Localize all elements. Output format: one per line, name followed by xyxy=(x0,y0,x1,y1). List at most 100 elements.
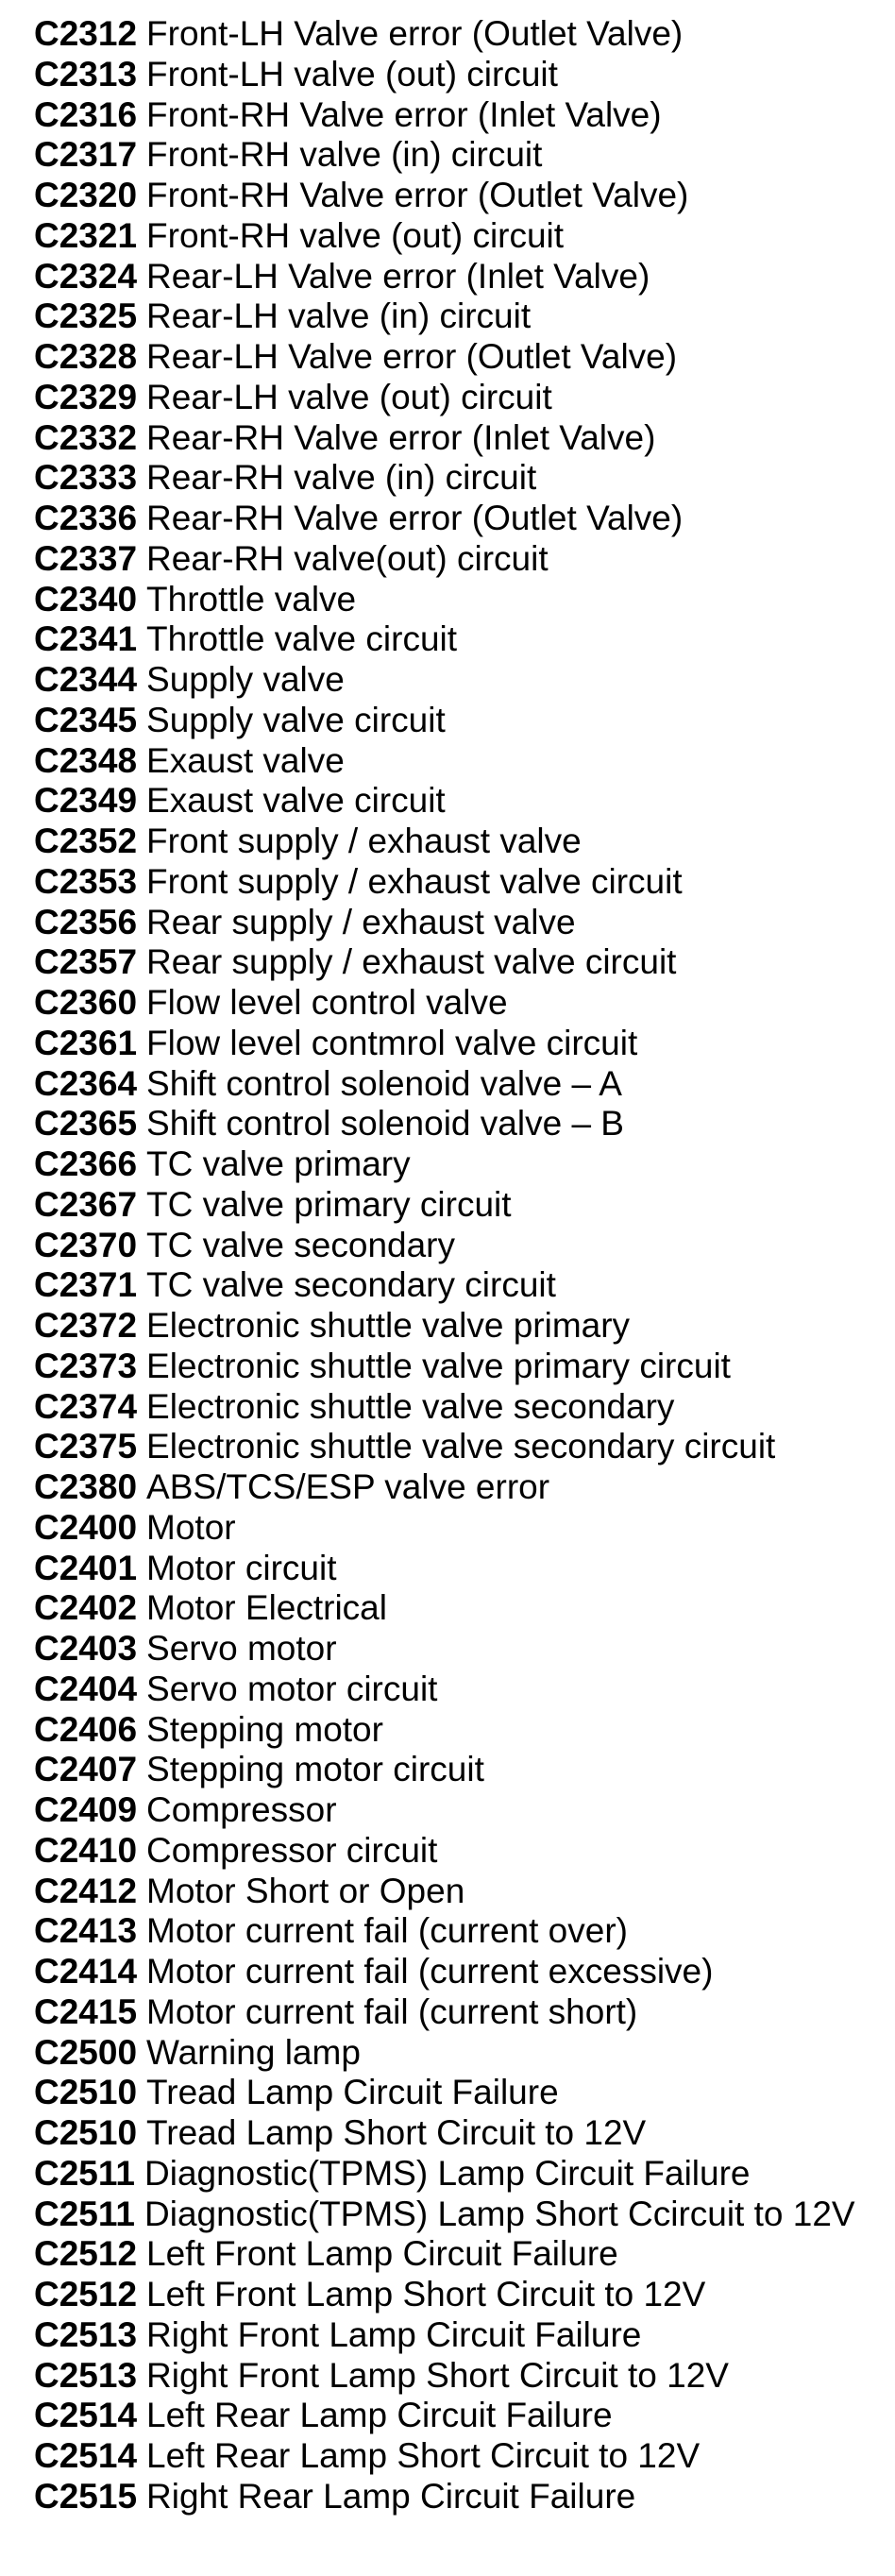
dtc-code: C2316 xyxy=(34,94,138,134)
dtc-code: C2407 xyxy=(34,1750,138,1789)
dtc-description: TC valve secondary circuit xyxy=(146,1265,556,1305)
dtc-description: Compressor circuit xyxy=(146,1830,438,1870)
dtc-description: Servo motor circuit xyxy=(146,1669,438,1708)
dtc-description: Tread Lamp Short Circuit to 12V xyxy=(146,2113,647,2152)
dtc-description: Diagnostic(TPMS) Lamp Short Ccircuit to … xyxy=(144,2194,855,2233)
dtc-code: C2345 xyxy=(34,700,138,739)
dtc-description: Tread Lamp Circuit Failure xyxy=(146,2073,559,2112)
dtc-description: ABS/TCS/ESP valve error xyxy=(146,1467,550,1506)
dtc-code: C2340 xyxy=(34,579,138,619)
dtc-description: Motor current fail (current excessive) xyxy=(146,1952,714,1991)
dtc-code: C2365 xyxy=(34,1104,138,1144)
dtc-code: C2341 xyxy=(34,619,138,659)
dtc-description: Shift control solenoid valve – A xyxy=(146,1063,622,1103)
dtc-description: Flow level control valve xyxy=(146,983,508,1022)
dtc-description: Rear-LH valve (in) circuit xyxy=(146,297,532,336)
dtc-description: Left Front Lamp Short Circuit to 12V xyxy=(146,2275,706,2313)
dtc-code: C2333 xyxy=(34,458,138,498)
dtc-code: C2349 xyxy=(34,781,138,821)
dtc-description: Right Front Lamp Short Circuit to 12V xyxy=(146,2355,729,2395)
dtc-code: C2510 xyxy=(34,2113,138,2152)
dtc-code: C2513 xyxy=(34,2314,138,2354)
dtc-description: Throttle valve xyxy=(146,579,357,619)
dtc-code: C2404 xyxy=(34,1669,138,1708)
dtc-description: Front-RH Valve error (Outlet Valve) xyxy=(146,176,689,214)
dtc-code: C2337 xyxy=(34,538,138,578)
dtc-code: C2380 xyxy=(34,1467,138,1506)
dtc-code: C2325 xyxy=(34,297,138,336)
dtc-description: Motor current fail (current short) xyxy=(146,1991,638,2031)
dtc-code: C2512 xyxy=(34,2275,138,2313)
dtc-code: C2357 xyxy=(34,942,138,982)
dtc-code: C2336 xyxy=(34,499,138,537)
dtc-code: C2372 xyxy=(34,1306,138,1345)
dtc-code: C2375 xyxy=(34,1427,138,1466)
dtc-description: Warning lamp xyxy=(146,2032,361,2072)
dtc-description: Diagnostic(TPMS) Lamp Circuit Failure xyxy=(144,2153,751,2193)
dtc-description: Stepping motor xyxy=(146,1709,383,1749)
dtc-description: Compressor xyxy=(146,1790,337,1829)
dtc-description: Servo motor xyxy=(146,1629,337,1668)
dtc-description: Left Front Lamp Circuit Failure xyxy=(146,2234,618,2274)
dtc-code: C2406 xyxy=(34,1709,138,1749)
dtc-description: Motor Electrical xyxy=(146,1588,387,1628)
dtc-description: Rear-RH Valve error (Outlet Valve) xyxy=(146,499,684,537)
dtc-code: C2413 xyxy=(34,1911,138,1951)
dtc-description: Front supply / exhaust valve xyxy=(146,822,582,860)
dtc-description: Motor circuit xyxy=(146,1548,337,1587)
dtc-code: C2514 xyxy=(34,2436,138,2475)
dtc-description: Front-RH Valve error (Inlet Valve) xyxy=(146,94,662,134)
dtc-code: C2401 xyxy=(34,1548,138,1587)
dtc-description: Motor Short or Open xyxy=(146,1871,465,1910)
dtc-code: C2366 xyxy=(34,1144,138,1183)
dtc-code: C2329 xyxy=(34,377,138,416)
dtc-code: C2367 xyxy=(34,1184,138,1224)
dtc-code: C2317 xyxy=(34,135,138,175)
dtc-description: Exaust valve xyxy=(146,740,345,780)
dtc-code: C2500 xyxy=(34,2032,138,2072)
dtc-description: Exaust valve circuit xyxy=(146,781,446,821)
dtc-code: C2514 xyxy=(34,2396,138,2435)
dtc-description: Electronic shuttle valve secondary xyxy=(146,1386,675,1426)
dtc-description: Front-RH valve (out) circuit xyxy=(146,215,565,255)
dtc-description: Flow level contmrol valve circuit xyxy=(146,1023,638,1062)
dtc-code: C2360 xyxy=(34,983,138,1022)
dtc-code: C2353 xyxy=(34,861,138,901)
dtc-description: Rear-RH valve(out) circuit xyxy=(146,538,549,578)
dtc-code: C2313 xyxy=(34,54,138,93)
dtc-code: C2328 xyxy=(34,337,138,376)
dtc-code: C2374 xyxy=(34,1386,138,1426)
